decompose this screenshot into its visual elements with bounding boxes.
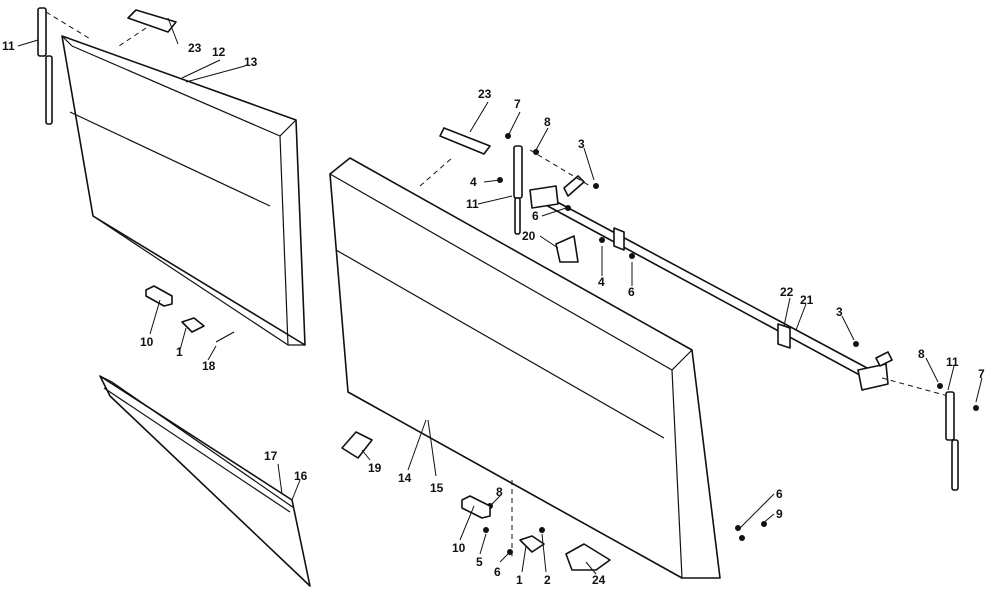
callout-23-left: 23	[188, 41, 202, 55]
lower-hinge-parts	[341, 431, 611, 571]
callout-14: 14	[398, 471, 412, 485]
callout-5: 5	[476, 555, 483, 569]
callout-22: 22	[780, 285, 794, 299]
callout-6-right: 6	[776, 487, 783, 501]
callout-6-mid: 6	[628, 285, 635, 299]
callout-11-left: 11	[2, 39, 15, 53]
gusset-plate	[555, 235, 579, 263]
callout-19: 19	[368, 461, 382, 475]
callout-12: 12	[212, 45, 226, 59]
main-bracket	[439, 127, 491, 155]
callout-3-right: 3	[836, 305, 843, 319]
cross-rod-assembly	[529, 149, 949, 397]
callout-6-top: 6	[532, 209, 539, 223]
left-upper-panel	[61, 35, 306, 346]
callout-9: 9	[776, 507, 783, 521]
callout-13: 13	[244, 55, 258, 69]
callout-4-mid: 4	[598, 275, 605, 289]
callout-2: 2	[544, 573, 551, 587]
callout-7-right: 7	[978, 367, 985, 381]
left-hinge-parts	[145, 285, 235, 343]
center-gas-strut	[513, 145, 523, 235]
callout-labels: 11 23 12 13 10 1 18 17 16 23 7 8 3 4 11 …	[2, 39, 985, 587]
callout-6-bottom: 6	[494, 565, 501, 579]
callout-11-right: 11	[946, 355, 959, 369]
callout-8-bottom: 8	[496, 485, 503, 499]
callout-11-center: 11	[466, 197, 479, 211]
callout-16: 16	[294, 469, 308, 483]
callout-20: 20	[522, 229, 536, 243]
callout-8-right: 8	[918, 347, 925, 361]
callout-3-top: 3	[578, 137, 585, 151]
callout-24: 24	[592, 573, 606, 587]
callout-7-top: 7	[514, 97, 521, 111]
callout-23-main: 23	[478, 87, 492, 101]
callout-1-bottom: 1	[516, 573, 523, 587]
hardware	[483, 133, 979, 555]
callout-21: 21	[800, 293, 814, 307]
leader-lines	[17, 17, 983, 575]
left-gas-strut	[37, 7, 93, 125]
callout-8-top: 8	[544, 115, 551, 129]
callout-1-left: 1	[176, 345, 183, 359]
callout-17: 17	[264, 449, 278, 463]
main-panel	[329, 157, 721, 579]
callout-4-top: 4	[470, 175, 477, 189]
lower-skirt-panel	[99, 375, 311, 587]
callout-10-bottom: 10	[452, 541, 466, 555]
callout-18: 18	[202, 359, 216, 373]
right-gas-strut	[945, 391, 959, 491]
callout-10-left: 10	[140, 335, 154, 349]
left-bracket	[115, 9, 177, 49]
callout-15: 15	[430, 481, 444, 495]
